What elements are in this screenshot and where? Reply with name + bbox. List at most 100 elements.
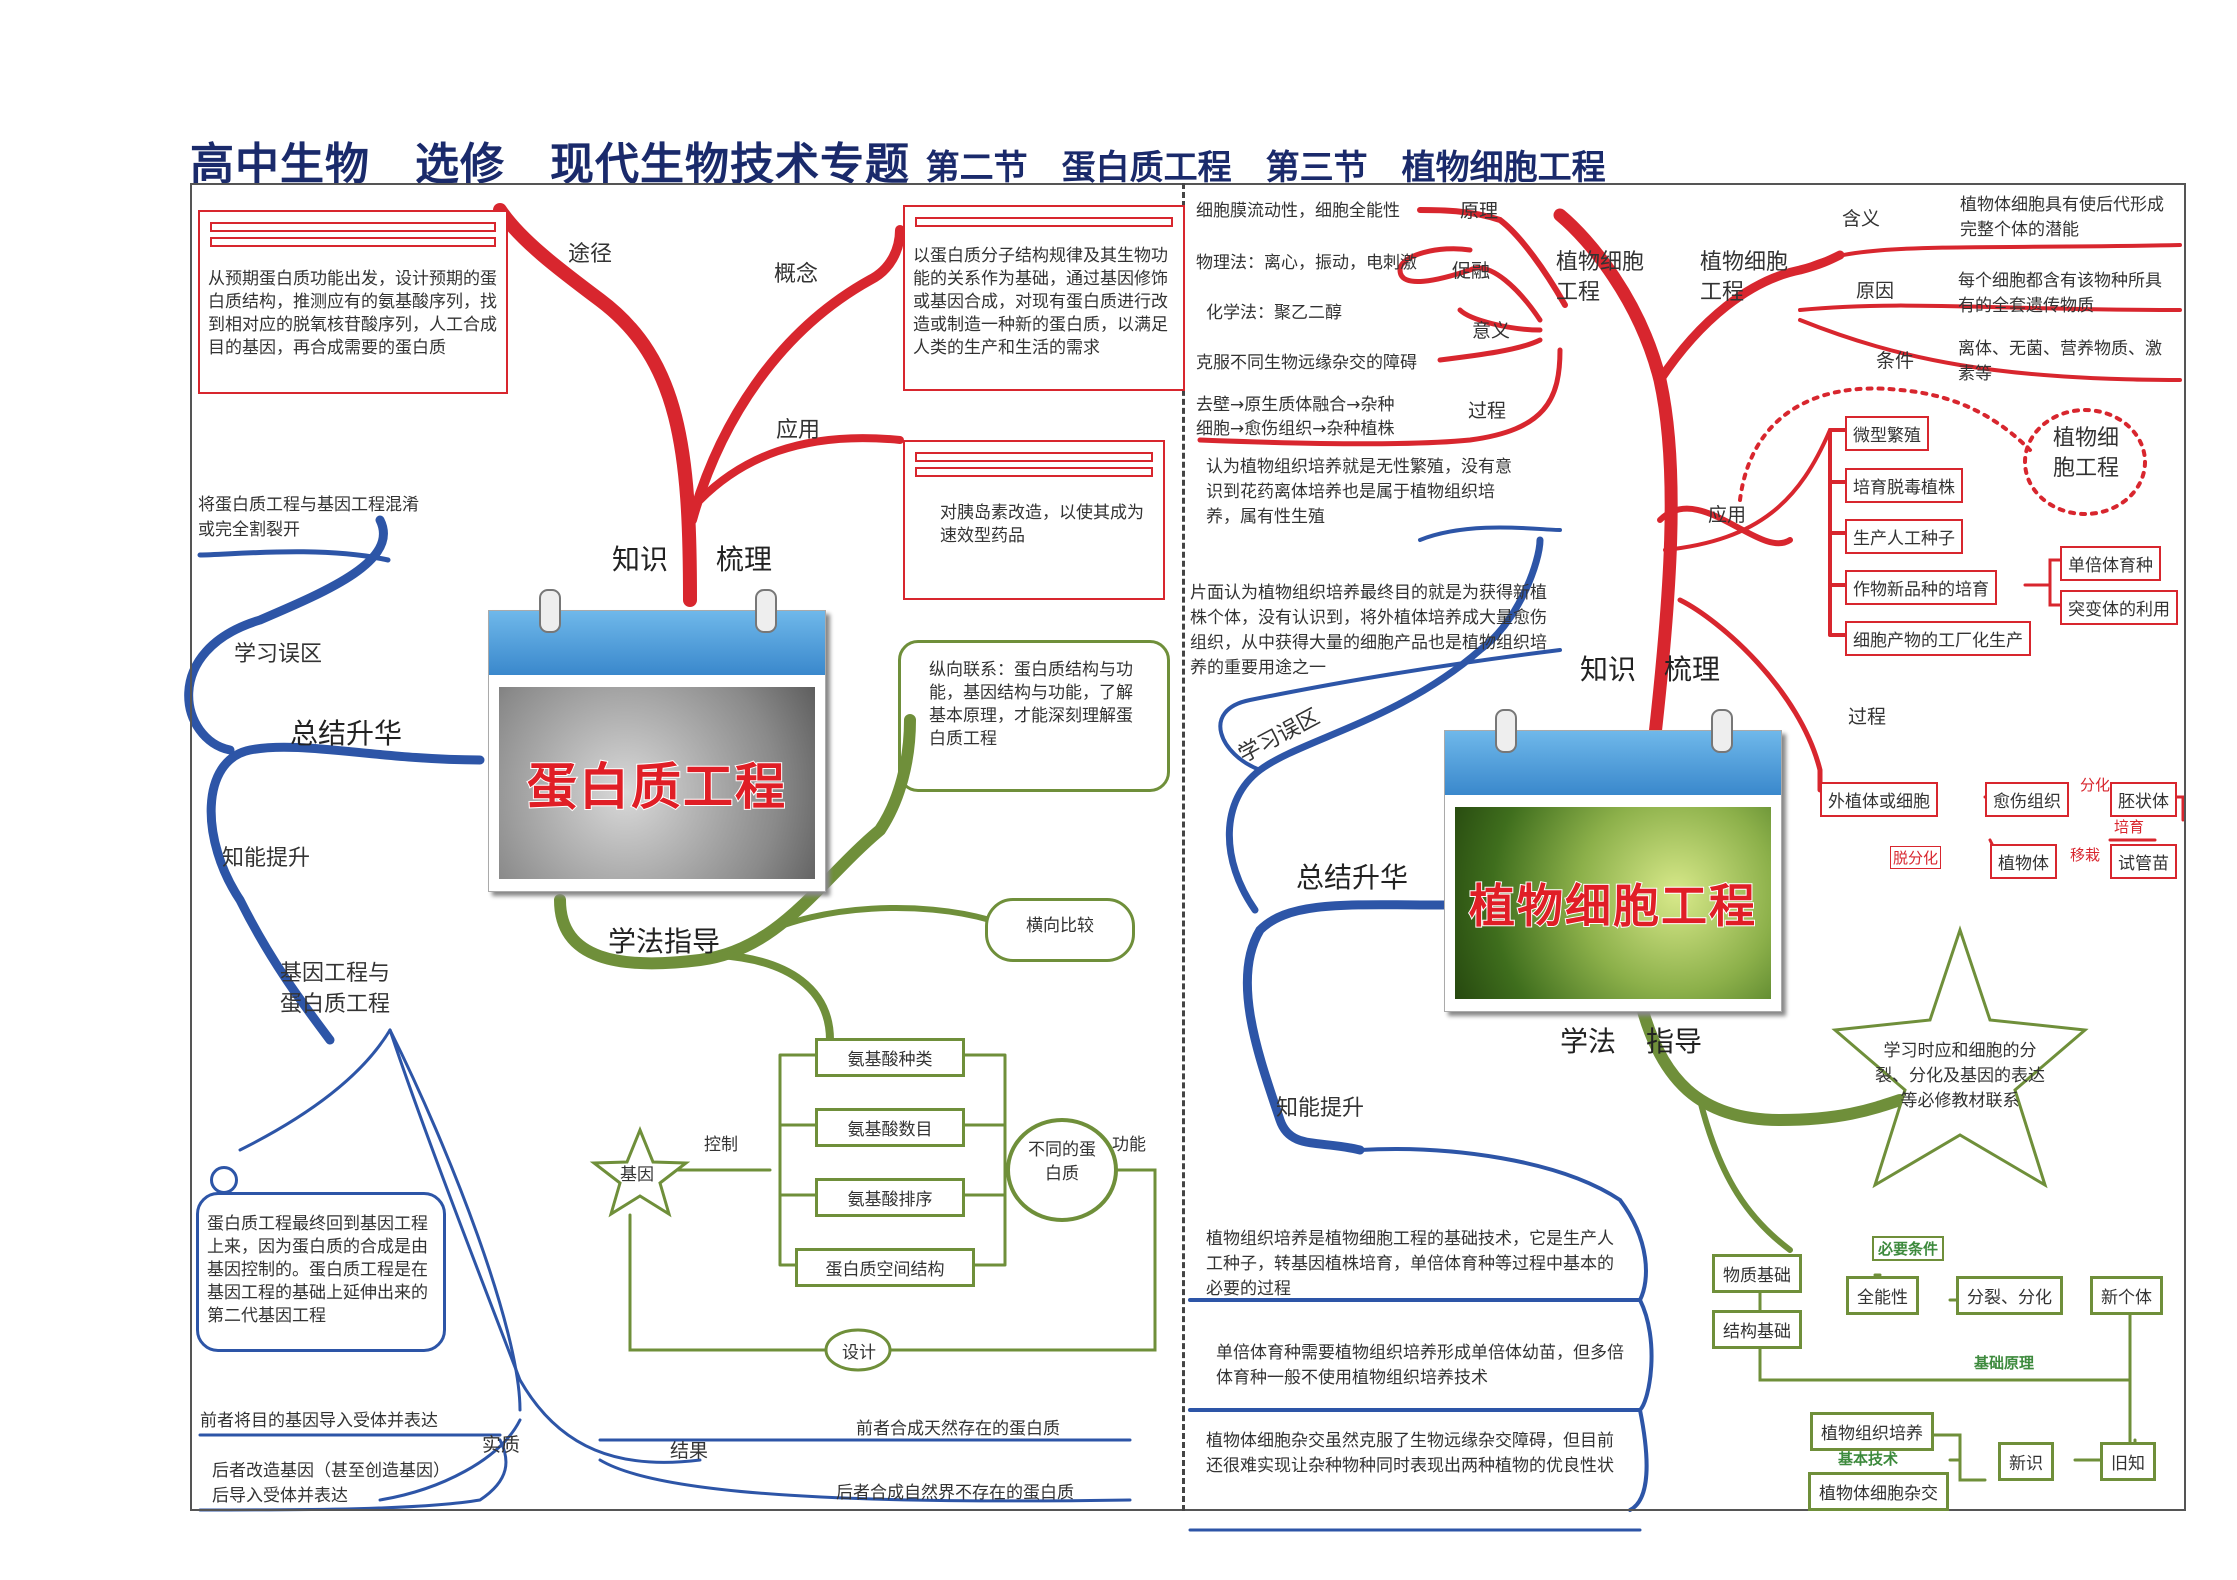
right-ability-b: 单倍体育种需要植物组织培养形成单倍体幼苗，但多倍体育种一般不使用植物组织培养技术	[1216, 1343, 1624, 1388]
gene-vs-protein-label: 基因工程与蛋白质工程	[280, 961, 391, 1017]
explant-node: 外植体或细胞	[1820, 782, 1938, 817]
protein-spatial-structure: 蛋白质空间结构	[795, 1248, 975, 1287]
right-mistake-b: 片面认为植物组织培养最终目的就是为获得新植株个体，没有认识到，将外植体培养成大量…	[1190, 583, 1547, 678]
structure-basis-node: 结构基础	[1712, 1310, 1802, 1349]
design-label: 设计	[842, 1343, 876, 1363]
dediff-label: 脱分化	[1890, 846, 1942, 869]
chemical-method: 化学法：聚乙二醇	[1206, 303, 1342, 323]
route-label: 途径	[568, 242, 613, 267]
plant-cell-engineering-card: 植物细胞工程	[1444, 709, 1782, 1012]
concept-text: 以蛋白质分子结构规律及其生物功能的关系作为基础，通过基因修饰或基因合成，对现有蛋…	[913, 246, 1168, 358]
meaning2-label: 含义	[1842, 208, 1881, 230]
title-main: 高中生物 选修 现代生物技术专题	[190, 139, 910, 190]
process-text-b: 细胞→愈伤组织→杂种植株	[1196, 419, 1395, 439]
tube-seedling-node: 试管苗	[2110, 844, 2177, 879]
apply-label-right: 应用	[1708, 504, 1747, 526]
left-mistake-label: 学习误区	[234, 642, 323, 667]
gene-vs-protein-box: 蛋白质工程最终回到基因工程上来，因为蛋白质的合成是由基因控制的。蛋白质工程是在基…	[196, 1192, 446, 1352]
left-summary-label: 总结升华	[290, 717, 403, 750]
process-label: 过程	[1468, 400, 1507, 422]
right-mistake-a: 认为植物组织培养就是无性繁殖，没有意识到花药离体培养也是属于植物组织培养，属有性…	[1206, 457, 1512, 527]
apply-item-seed: 生产人工种子	[1845, 519, 1963, 554]
plant-cell-engineering-title: 植物细胞工程	[1468, 878, 1757, 934]
gene-star-label: 基因	[620, 1165, 654, 1185]
title-sub: 第二节 蛋白质工程 第三节 植物细胞工程	[925, 148, 1606, 188]
route-box: 从预期蛋白质功能出发，设计预期的蛋白质结构，推测应有的氨基酸序列，找到相对应的脱…	[198, 210, 508, 394]
right-summary-label: 总结升华	[1296, 861, 1409, 894]
essence-a: 前者将目的基因导入受体并表达	[200, 1411, 438, 1431]
essence-label: 实质	[482, 1434, 521, 1456]
breed-mutant: 突变体的利用	[2060, 590, 2178, 625]
card-photo: 蛋白质工程	[499, 687, 815, 879]
basic-tech-label: 基本技术	[1838, 1450, 1899, 1468]
left-ability-label: 知能提升	[222, 846, 311, 871]
concept-box: 以蛋白质分子结构规律及其生物功能的关系作为基础，通过基因修饰或基因合成，对现有蛋…	[903, 205, 1185, 391]
amino-acid-order: 氨基酸排序	[815, 1178, 965, 1217]
card-ring	[539, 589, 561, 633]
principle-text: 细胞膜流动性，细胞全能性	[1196, 201, 1400, 221]
page-title: 高中生物 选修 现代生物技术专题 第二节 蛋白质工程 第三节 植物细胞工程	[190, 128, 1606, 192]
right-method-label-a: 学法	[1560, 1025, 1617, 1058]
reason-text: 每个细胞都含有该物种所具有的全套遗传物质	[1958, 271, 2162, 316]
protein-engineering-title: 蛋白质工程	[526, 757, 787, 817]
route-text: 从预期蛋白质功能出发，设计预期的蛋白质结构，推测应有的氨基酸序列，找到相对应的脱…	[208, 269, 497, 358]
tissue-culture-node: 植物组织培养	[1810, 1412, 1934, 1451]
physical-method: 物理法：离心，振动，电刺激	[1196, 253, 1417, 273]
principle-label: 原理	[1460, 200, 1499, 222]
star-text: 学习时应和细胞的分裂、分化及基因的表达等必修教材联系	[1875, 1041, 2045, 1111]
knot-icon	[210, 1166, 238, 1194]
protein-engineering-card: 蛋白质工程	[488, 589, 826, 892]
concept-label: 概念	[774, 262, 819, 287]
center-divider	[1182, 183, 1185, 1511]
knowledge-label-right-b: 梳理	[1664, 653, 1721, 686]
new-body-node: 新个体	[2090, 1276, 2163, 1315]
circle-label: 植物细胞工程	[2052, 426, 2119, 481]
gene-vs-protein-text: 蛋白质工程最终回到基因工程上来，因为蛋白质的合成是由基因控制的。蛋白质工程是在基…	[207, 1214, 428, 1326]
embryoid-node: 胚状体	[2110, 782, 2177, 817]
card-ring	[1495, 709, 1517, 753]
amino-acid-types: 氨基酸种类	[815, 1038, 965, 1077]
horizontal-compare-label: 横向比较	[1026, 916, 1094, 936]
function-label: 功能	[1112, 1135, 1146, 1155]
right-ability-label: 知能提升	[1276, 1096, 1365, 1121]
required-condition-label: 必要条件	[1872, 1236, 1945, 1261]
process-text-a: 去壁→原生质体融合→杂种	[1196, 395, 1395, 415]
right-ability-a: 植物组织培养是植物细胞工程的基础技术，它是生产人工种子，转基因植株培育，单倍体育…	[1206, 1229, 1614, 1299]
horizontal-compare-node: 横向比较	[985, 898, 1135, 962]
result-a: 前者合成天然存在的蛋白质	[856, 1419, 1060, 1439]
callus-node: 愈伤组织	[1985, 782, 2069, 817]
apply-item-micro: 微型繁殖	[1845, 416, 1929, 451]
old-knowledge-node: 旧知	[2100, 1442, 2156, 1481]
apply-box: 对胰岛素改造，以使其成为速效型药品	[903, 440, 1165, 600]
differentiate-label: 分化	[2080, 776, 2111, 794]
transplant-label: 移栽	[2070, 846, 2101, 864]
vertical-link-text: 纵向联系：蛋白质结构与功能，基因结构与功能，了解基本原理，才能深刻理解蛋白质工程	[929, 660, 1133, 749]
apply-item-detox: 培育脱毒植株	[1845, 468, 1963, 503]
control-label: 控制	[704, 1135, 738, 1155]
result-label: 结果	[670, 1440, 709, 1462]
knowledge-label-left-a: 知识	[612, 543, 669, 576]
cultivate-label: 培育	[2114, 818, 2145, 836]
card-photo: 植物细胞工程	[1455, 807, 1771, 999]
meaning-text: 克服不同生物远缘杂交的障碍	[1196, 353, 1417, 373]
left-method-label: 学法指导	[608, 925, 721, 958]
knowledge-label-right-a: 知识	[1580, 653, 1637, 686]
promote-fusion-label: 促融	[1452, 260, 1491, 282]
material-basis-node: 物质基础	[1712, 1254, 1802, 1293]
reason-label: 原因	[1856, 280, 1895, 302]
amino-acid-count: 氨基酸数目	[815, 1108, 965, 1147]
basic-principle-label: 基础原理	[1974, 1354, 2035, 1372]
vertical-link-box: 纵向联系：蛋白质结构与功能，基因结构与功能，了解基本原理，才能深刻理解蛋白质工程	[898, 640, 1170, 792]
apply-item-breed: 作物新品种的培育	[1845, 570, 1997, 605]
concept-box-bars	[915, 217, 1173, 232]
somatic-hybrid-node: 植物体细胞杂交	[1808, 1472, 1949, 1511]
card-ring	[1711, 709, 1733, 753]
essence-b: 后者改造基因（甚至创造基因）后导入受体并表达	[212, 1461, 450, 1506]
card-ring	[755, 589, 777, 633]
new-knowledge-node: 新识	[1998, 1442, 2054, 1481]
breed-haploid: 单倍体育种	[2060, 546, 2161, 581]
right-ability-c: 植物体细胞杂交虽然克服了生物远缘杂交障碍，但目前还很难实现让杂种物种同时表现出两…	[1206, 1431, 1614, 1476]
meaning-label: 意义	[1472, 320, 1511, 342]
knowledge-label-left-b: 梳理	[716, 543, 773, 576]
